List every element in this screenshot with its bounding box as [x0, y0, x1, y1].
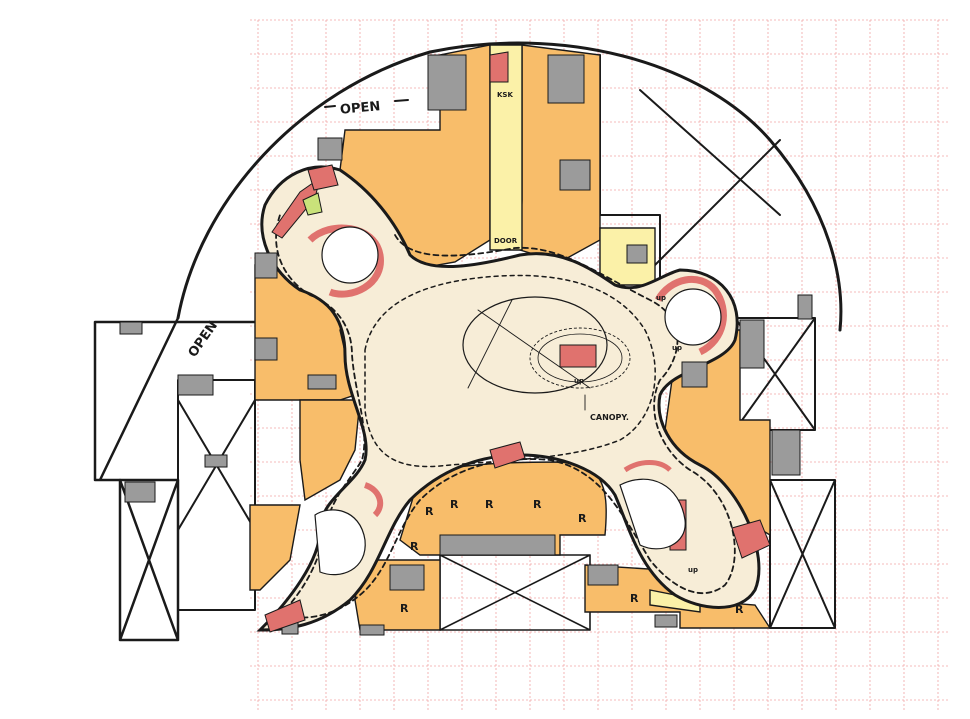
service-cores	[119, 54, 813, 636]
left-wing-outline	[93, 316, 257, 482]
circulation-corridors	[489, 44, 701, 613]
kiosk-label: KSK	[497, 91, 513, 99]
open-label-left: OPEN	[186, 319, 221, 361]
canopy-outline	[529, 327, 631, 389]
canopy-label: CANOPY.	[590, 413, 629, 422]
retail-markers: R R R R R R R R R	[400, 498, 744, 616]
retail-marker: R	[630, 592, 639, 605]
escalator-voids	[314, 226, 722, 576]
atrium-inner-dashed-loop	[364, 274, 656, 468]
canopy-outline-2	[537, 333, 623, 383]
bottom-void-cross	[439, 554, 591, 631]
open-label-top: OPEN	[339, 99, 380, 117]
up-label-lower-right: up	[688, 566, 698, 574]
retail-marker: R	[410, 540, 419, 553]
retail-marker: R	[485, 498, 494, 511]
up-label-center: up	[574, 377, 584, 385]
door-label: DOOR	[494, 237, 518, 245]
right-corner-block	[769, 479, 836, 629]
planting-icon	[302, 192, 323, 216]
escalator-icon	[307, 224, 727, 518]
up-label-right-top: up	[656, 294, 666, 302]
left-mid-block	[177, 379, 256, 611]
retail-marker: R	[533, 498, 542, 511]
void-cross	[467, 299, 591, 389]
up-label-right-bottom: up	[672, 344, 682, 352]
outer-boundary-arc	[176, 41, 843, 332]
open-dash-top	[324, 99, 409, 108]
retail-marker: R	[450, 498, 459, 511]
left-lower-block	[118, 478, 180, 642]
retail-marker: R	[425, 505, 434, 518]
retail-marker: R	[735, 603, 744, 616]
retail-marker: R	[578, 512, 587, 525]
retail-marker: R	[400, 602, 409, 615]
